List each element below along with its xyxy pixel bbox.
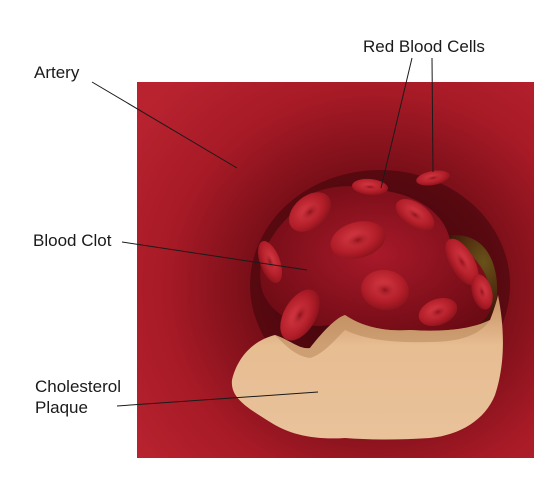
label-red-blood-cells: Red Blood Cells [363,36,485,57]
label-cholesterol-line2: Plaque [35,397,121,418]
label-artery: Artery [34,62,79,83]
label-blood-clot: Blood Clot [33,230,111,251]
label-cholesterol-line1: Cholesterol [35,376,121,397]
label-cholesterol-plaque: Cholesterol Plaque [35,376,121,418]
